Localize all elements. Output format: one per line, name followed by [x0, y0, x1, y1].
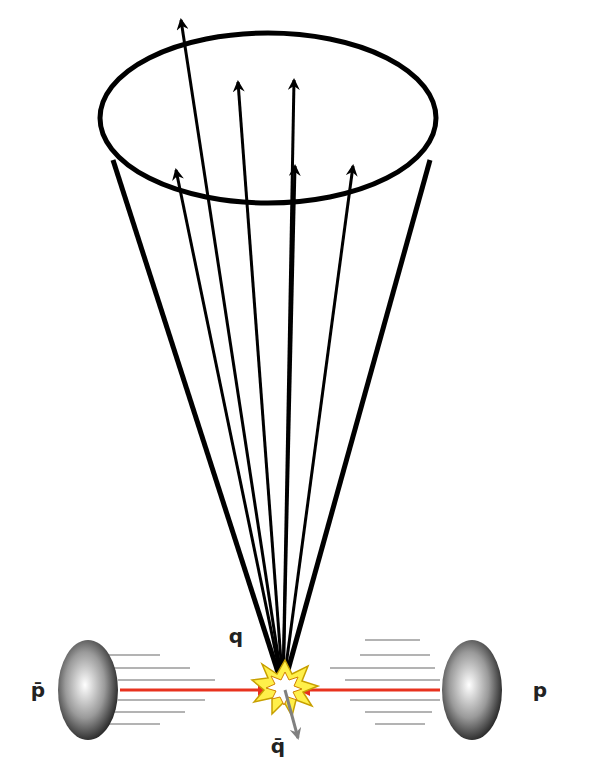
- quark-label: q: [229, 624, 243, 648]
- proton-beams: [58, 640, 502, 740]
- quark-label: q̄: [271, 734, 285, 758]
- particle-tracks: [176, 20, 353, 688]
- collision-burst: [252, 660, 318, 716]
- speed-lines: [105, 640, 440, 724]
- beam-label: p̄: [31, 678, 45, 702]
- antiquark-track: [285, 690, 298, 738]
- beam-label: p: [533, 678, 547, 702]
